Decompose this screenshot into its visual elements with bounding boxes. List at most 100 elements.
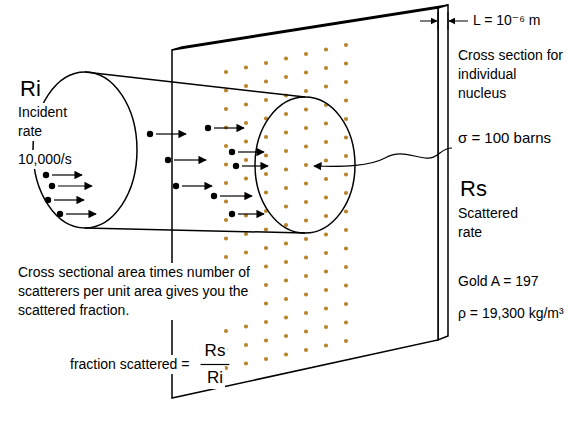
- nucleus-dot: [244, 176, 248, 180]
- nucleus-dot: [304, 181, 308, 185]
- nucleus-dot: [304, 292, 308, 296]
- nucleus-dot: [304, 163, 308, 167]
- nucleus-dot: [284, 75, 288, 79]
- nucleus-dot: [244, 121, 248, 125]
- nucleus-dot: [244, 250, 248, 254]
- particle-dot: [233, 163, 239, 169]
- particle-arrow: [174, 159, 206, 160]
- nucleus-dot: [264, 301, 268, 305]
- nucleus-dot: [264, 283, 268, 287]
- nucleus-dot: [284, 334, 288, 338]
- nucleus-dot: [324, 140, 328, 144]
- particle-dot: [57, 211, 63, 217]
- nucleus-dot: [304, 255, 308, 259]
- nucleus-dot: [324, 84, 328, 88]
- target-property: Gold A = 197: [458, 272, 539, 291]
- nucleus-dot: [344, 172, 348, 176]
- nucleus-dot: [264, 357, 268, 361]
- fraction-bar: [201, 364, 230, 365]
- scattered-rate-label: Scattered rate: [458, 204, 538, 242]
- particle: [211, 193, 252, 199]
- nucleus-dot: [264, 135, 268, 139]
- nucleus-dot: [244, 158, 248, 162]
- beam-edge: [85, 72, 305, 97]
- particle-arrow: [66, 213, 96, 214]
- nucleus-dot: [244, 324, 248, 328]
- nucleus-dot: [284, 260, 288, 264]
- nucleus-dot: [304, 52, 308, 56]
- dimension-arrow: [420, 21, 437, 22]
- particle-dot: [229, 211, 235, 217]
- beam-edge: [85, 228, 305, 233]
- nucleus-dot: [284, 297, 288, 301]
- nucleus-dot: [344, 43, 348, 47]
- nucleus-dot: [264, 338, 268, 342]
- dimension-arrow: [449, 21, 468, 22]
- particle-dot: [229, 149, 235, 155]
- fraction-numerator: Rs: [203, 340, 228, 362]
- nucleus-dot: [224, 329, 228, 333]
- particle: [165, 157, 206, 163]
- nucleus-dot: [344, 117, 348, 121]
- target-ellipse: [255, 97, 355, 233]
- nucleus-dot: [224, 199, 228, 203]
- nucleus-dot: [244, 139, 248, 143]
- nucleus-dot: [244, 232, 248, 236]
- particle-arrow: [242, 165, 268, 166]
- incident-rate-value: 10,000/s: [16, 150, 74, 169]
- nucleus-dot: [264, 190, 268, 194]
- nucleus-dot: [304, 70, 308, 74]
- particle: [43, 172, 82, 178]
- thickness-label: L = 10⁻⁶ m: [473, 11, 541, 30]
- nucleus-dot: [304, 200, 308, 204]
- particle-arrow: [238, 213, 264, 214]
- particle: [45, 197, 84, 203]
- nucleus-dot: [224, 144, 228, 148]
- nucleus-dot: [264, 264, 268, 268]
- gold-nuclei: [224, 43, 348, 370]
- nucleus-dot: [344, 80, 348, 84]
- nucleus-dot: [344, 98, 348, 102]
- particle-dot: [205, 125, 211, 131]
- nucleus-dot: [224, 88, 228, 92]
- particle: [229, 149, 264, 155]
- nucleus-dot: [264, 172, 268, 176]
- dimension-tick: [438, 12, 439, 30]
- nucleus-dot: [344, 283, 348, 287]
- nucleus-dot: [284, 130, 288, 134]
- nucleus-dot: [284, 204, 288, 208]
- nucleus-dot: [324, 232, 328, 236]
- particle-dot: [173, 183, 179, 189]
- nucleus-dot: [304, 329, 308, 333]
- nucleus-dot: [244, 361, 248, 365]
- nucleus-dot: [344, 320, 348, 324]
- nucleus-dot: [244, 84, 248, 88]
- nucleus-dot: [304, 237, 308, 241]
- nucleus-dot: [324, 343, 328, 347]
- particle-dot: [43, 172, 49, 178]
- nucleus-dot: [324, 47, 328, 51]
- particle-dot: [211, 193, 217, 199]
- explanation-note: Cross sectional area times number of sca…: [16, 263, 252, 320]
- nucleus-dot: [304, 348, 308, 352]
- nucleus-dot: [244, 102, 248, 106]
- particle-arrow: [58, 185, 92, 186]
- particle: [229, 211, 264, 217]
- nucleus-dot: [224, 162, 228, 166]
- particle-dot: [147, 131, 153, 137]
- particle-dot: [45, 197, 51, 203]
- nucleus-dot: [324, 325, 328, 329]
- nucleus-dot: [264, 246, 268, 250]
- nucleus-dot: [224, 107, 228, 111]
- incident-rate-label: Incident rate: [16, 103, 82, 141]
- nucleus-dot: [224, 181, 228, 185]
- nucleus-dot: [284, 186, 288, 190]
- fraction-label: fraction scattered =: [68, 355, 191, 374]
- nucleus-dot: [344, 154, 348, 158]
- nucleus-dot: [284, 315, 288, 319]
- particle-arrow: [156, 133, 186, 134]
- particle-arrow: [182, 185, 212, 186]
- rate-symbol: Rs: [460, 176, 487, 202]
- nucleus-dot: [324, 269, 328, 273]
